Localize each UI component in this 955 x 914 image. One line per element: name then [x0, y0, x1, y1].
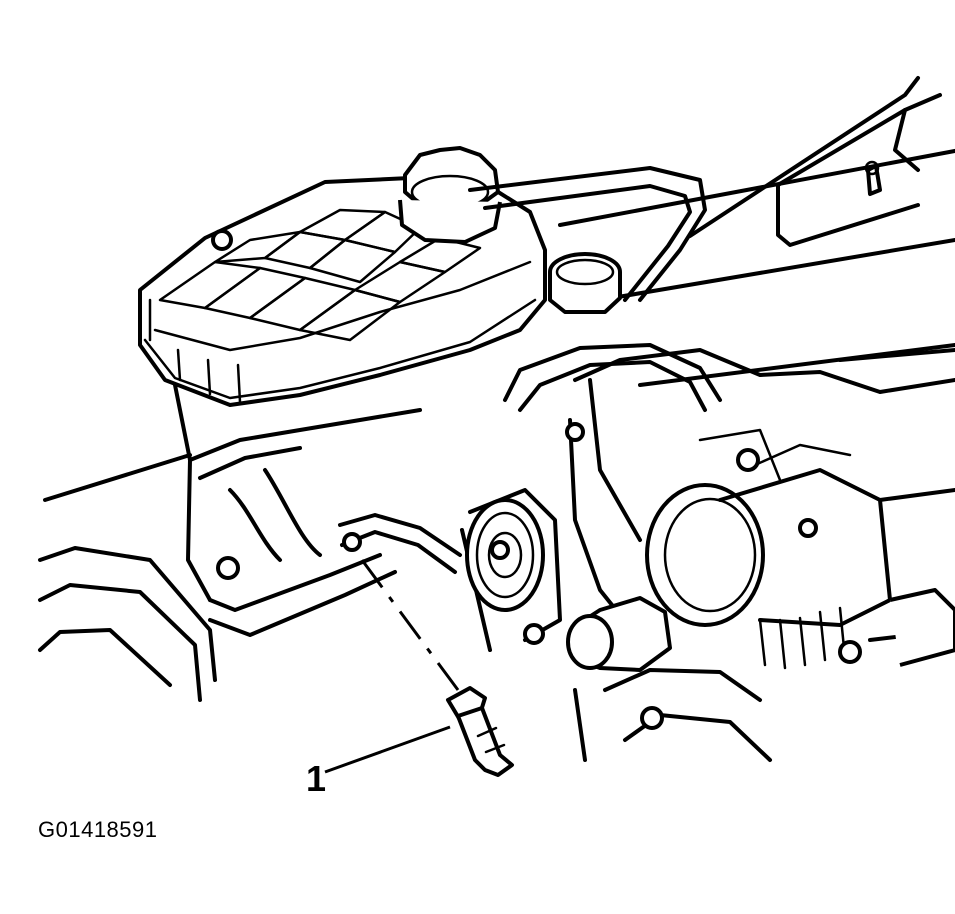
left-engine-cover: [38, 383, 397, 702]
alignment-line: [360, 559, 460, 691]
thermostat-housing: [523, 596, 672, 672]
throttle-body: [645, 428, 892, 627]
pressure-cap: [398, 146, 502, 244]
bleed-line: [338, 513, 462, 574]
belt-pulley: [460, 488, 562, 652]
figure-code: G01418591: [38, 817, 158, 842]
coolant-hoses: [188, 166, 722, 480]
callout-leader: [324, 725, 451, 774]
bleed-valve: [446, 686, 514, 777]
lower-pulley: [573, 668, 772, 762]
callout-number-1: 1: [306, 758, 327, 799]
frame-rail: [43, 148, 955, 502]
secondary-cap: [548, 252, 622, 314]
